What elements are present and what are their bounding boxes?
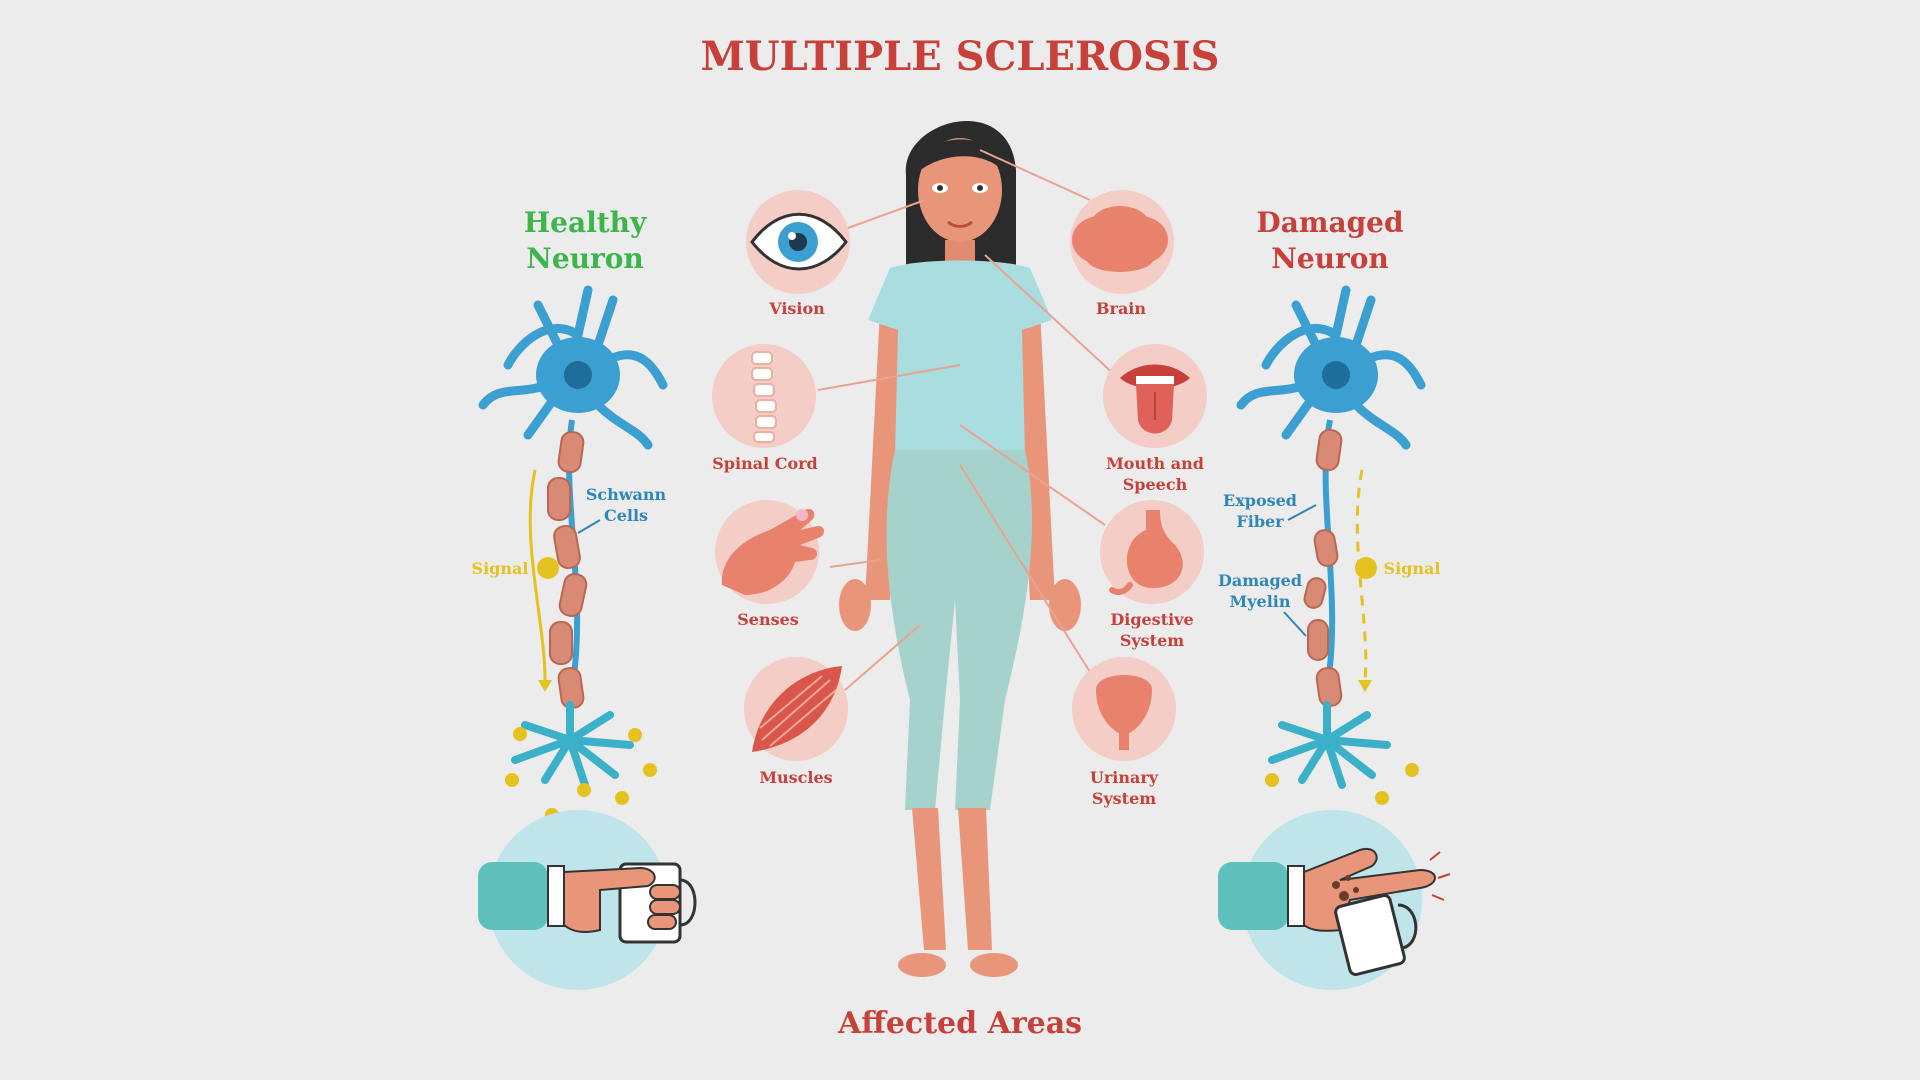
muscles-area: Muscles (744, 657, 848, 787)
hand-spilling-mug-icon (1218, 810, 1451, 990)
digestive-system-area: Digestive System (1100, 500, 1204, 650)
mouth-icon (1120, 364, 1190, 434)
mouth-speech-label: Mouth and (1106, 454, 1204, 473)
healthy-neuron-title-2: Neuron (526, 242, 644, 275)
schwann-cells-label-2: Cells (604, 506, 648, 525)
damaged-neuron-title-2: Neuron (1271, 242, 1389, 275)
urinary-system-area: Urinary System (1072, 657, 1176, 808)
healthy-neuron-panel: Healthy Neuron (472, 206, 697, 990)
hand-icon (721, 508, 824, 595)
spinal-cord-area: Spinal Cord (712, 344, 818, 473)
brain-label: Brain (1096, 299, 1146, 318)
brain-area: Brain (1070, 190, 1174, 318)
brain-icon (1072, 206, 1168, 272)
vision-area: Vision (746, 190, 850, 318)
mouth-speech-area: Mouth and Speech (1103, 344, 1207, 494)
spine-icon (751, 351, 777, 443)
muscle-icon (752, 666, 842, 752)
damaged-neuron-icon (1241, 290, 1421, 805)
exposed-fiber-label-2: Fiber (1236, 512, 1284, 531)
damaged-signal-label: Signal (1384, 559, 1441, 578)
digestive-system-label-2: System (1120, 631, 1184, 650)
damaged-neuron-panel: Damaged Neuron Signal Exposed Fiber (1218, 206, 1451, 990)
damaged-myelin-label-2: Myelin (1230, 592, 1291, 611)
bladder-icon (1096, 675, 1152, 750)
page-title: MULTIPLE SCLEROSIS (700, 33, 1219, 80)
muscles-label: Muscles (759, 768, 832, 787)
healthy-neuron-title: Healthy (524, 206, 647, 239)
eye-icon (750, 212, 848, 271)
schwann-cells-label: Schwann (586, 485, 667, 504)
mouth-speech-label-2: Speech (1123, 475, 1188, 494)
damaged-myelin-label: Damaged (1218, 571, 1302, 590)
healthy-signal-label: Signal (472, 559, 529, 578)
senses-area: Senses (715, 500, 824, 629)
affected-areas-caption: Affected Areas (837, 1006, 1082, 1041)
connector-lines (817, 149, 1119, 691)
woman-figure (839, 121, 1081, 977)
exposed-fiber-label: Exposed (1223, 491, 1297, 510)
spinal-cord-label: Spinal Cord (712, 454, 818, 473)
urinary-system-label-2: System (1092, 789, 1156, 808)
damaged-neuron-title: Damaged (1256, 206, 1403, 239)
vision-label: Vision (768, 299, 825, 318)
stomach-icon (1109, 510, 1183, 596)
urinary-system-label: Urinary (1090, 768, 1159, 787)
healthy-neuron-icon (483, 290, 663, 822)
hand-holding-mug-icon (478, 810, 697, 990)
senses-label: Senses (737, 610, 799, 629)
digestive-system-label: Digestive (1110, 610, 1193, 629)
